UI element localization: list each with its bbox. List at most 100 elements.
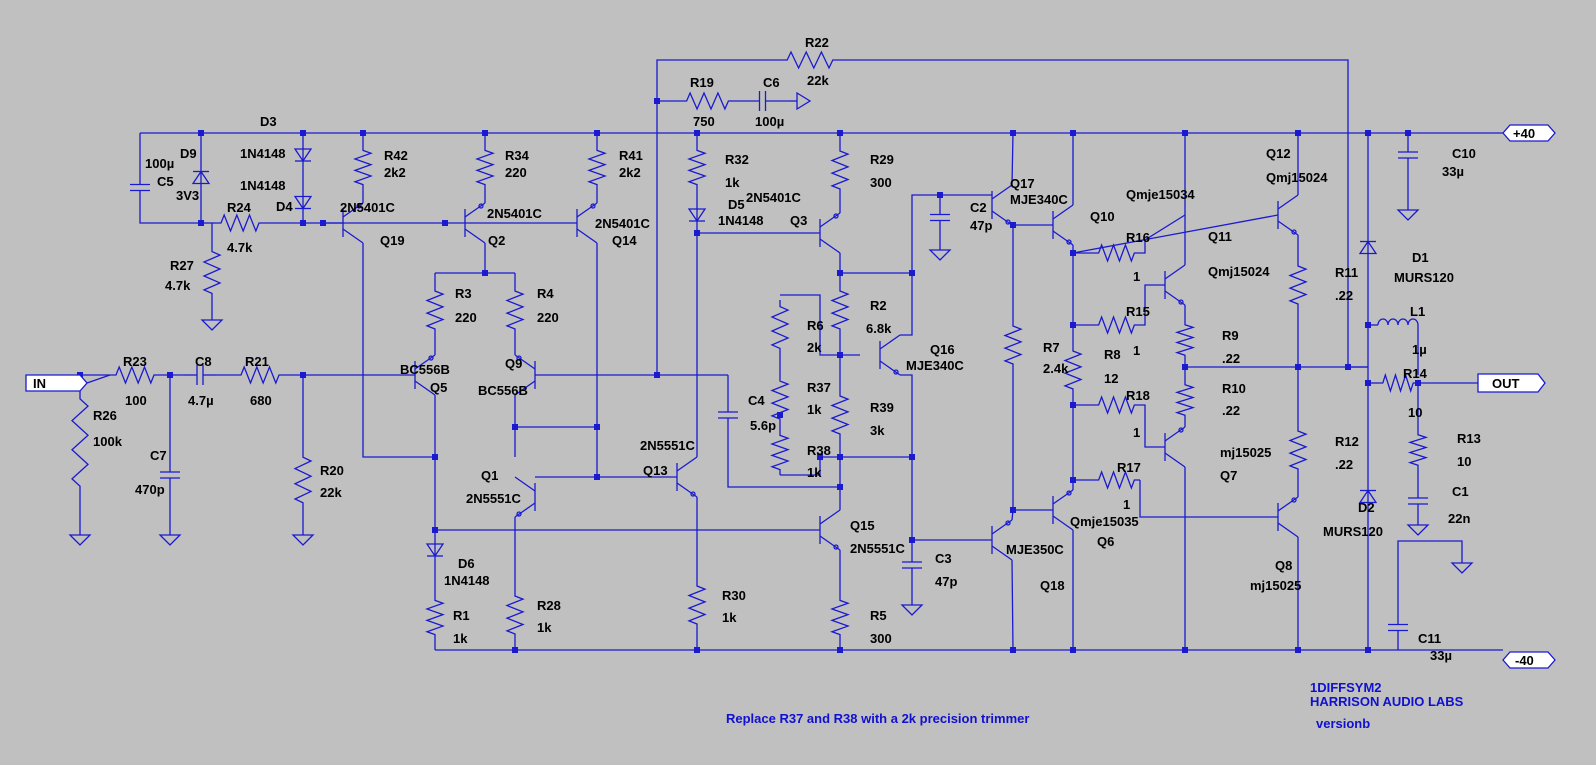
r37-value: 1k xyxy=(807,402,822,417)
r1-value: 1k xyxy=(453,631,468,646)
junction-dot xyxy=(837,454,843,460)
l1-inductor xyxy=(1377,318,1419,326)
q3-transistor xyxy=(819,212,841,254)
wire xyxy=(86,374,111,384)
junction-dot xyxy=(1295,647,1301,653)
r14-value: 10 xyxy=(1408,405,1422,420)
c5-value: 100µ xyxy=(145,156,174,171)
r6-resistor xyxy=(770,300,790,355)
q10-transistor xyxy=(1052,204,1074,246)
q10-value: Qmje15034 xyxy=(1126,187,1195,202)
q11-ref: Q11 xyxy=(1208,229,1232,244)
l1-ref: L1 xyxy=(1410,304,1425,319)
junction-dot xyxy=(1182,647,1188,653)
port-vpos[interactable]: +40 xyxy=(1502,124,1556,142)
port-vneg[interactable]: -40 xyxy=(1502,651,1556,669)
wire xyxy=(1139,480,1278,518)
q17-transistor xyxy=(991,184,1013,226)
r32-resistor xyxy=(687,145,707,190)
c10-ref: C10 xyxy=(1452,146,1476,161)
q12-transistor xyxy=(1277,194,1299,236)
junction-dot xyxy=(1010,647,1016,653)
c8-capacitor xyxy=(185,365,215,385)
c4-value: 5.6p xyxy=(750,418,776,433)
title-line-1: 1DIFFSYM2 xyxy=(1310,680,1382,695)
r18-ref: R18 xyxy=(1126,388,1150,403)
r9-ref: R9 xyxy=(1222,328,1239,343)
q7-transistor xyxy=(1164,426,1186,468)
r30-resistor xyxy=(687,580,707,630)
q5-value: BC556B xyxy=(400,362,450,377)
r15-ref: R15 xyxy=(1126,304,1150,319)
junction-dot xyxy=(909,270,915,276)
r26-ref: R26 xyxy=(93,408,117,423)
port-out[interactable]: OUT xyxy=(1477,373,1546,393)
junction-dot xyxy=(1070,647,1076,653)
r22-ref: R22 xyxy=(805,35,829,50)
q2-transistor xyxy=(464,202,486,244)
q12-value: Qmj15024 xyxy=(1266,170,1328,185)
r12-resistor xyxy=(1288,425,1308,475)
q13-ref: Q13 xyxy=(643,463,668,478)
r41-ref: R41 xyxy=(619,148,643,163)
r3-value: 220 xyxy=(455,310,477,325)
junction-dot xyxy=(837,352,843,358)
r3-ref: R3 xyxy=(455,286,472,301)
junction-dot xyxy=(594,424,600,430)
port-vpos-label: +40 xyxy=(1513,126,1535,141)
port-in[interactable]: IN xyxy=(25,374,88,392)
junction-dot xyxy=(482,130,488,136)
wire xyxy=(1140,284,1165,326)
r38-resistor xyxy=(770,430,790,475)
r13-value: 10 xyxy=(1457,454,1471,469)
r3-resistor xyxy=(425,285,445,335)
q1-ref: Q1 xyxy=(481,468,498,483)
r10-resistor xyxy=(1174,380,1196,420)
r4-value: 220 xyxy=(537,310,559,325)
junction-dot xyxy=(360,130,366,136)
r1-ref: R1 xyxy=(453,608,470,623)
r11-resistor xyxy=(1288,260,1308,310)
q15-transistor xyxy=(819,509,841,551)
r5-value: 300 xyxy=(870,631,892,646)
wire xyxy=(1140,404,1165,448)
q9-transistor xyxy=(514,354,536,396)
q14-ref: Q14 xyxy=(612,233,637,248)
d2-diode xyxy=(1358,483,1378,510)
r10-value: .22 xyxy=(1222,403,1240,418)
wire xyxy=(780,456,840,476)
junction-dot xyxy=(300,372,306,378)
r16-value: 1 xyxy=(1133,269,1140,284)
r37-resistor xyxy=(770,375,790,425)
wire xyxy=(1011,559,1014,651)
r41-value: 2k2 xyxy=(619,165,641,180)
junction-dot xyxy=(1365,130,1371,136)
r15-value: 1 xyxy=(1133,343,1140,358)
r7-ref: R7 xyxy=(1043,340,1060,355)
r24-resistor xyxy=(215,213,265,233)
junction-dot xyxy=(837,484,843,490)
d5-ref: D5 xyxy=(728,197,745,212)
r2-value: 6.8k xyxy=(866,321,892,336)
q3-ref: Q3 xyxy=(790,213,807,228)
r26-resistor xyxy=(71,385,89,500)
q8-ref: Q8 xyxy=(1275,558,1292,573)
d6-value: 1N4148 xyxy=(444,573,490,588)
c3-value: 47p xyxy=(935,574,957,589)
r5-ref: R5 xyxy=(870,608,887,623)
r20-ref: R20 xyxy=(320,463,344,478)
parts xyxy=(68,50,1474,640)
c7-ref: C7 xyxy=(150,448,167,463)
c11-capacitor xyxy=(1388,620,1408,635)
c11-ground xyxy=(1450,553,1474,574)
c11-value: 33µ xyxy=(1430,648,1452,663)
junction-dot xyxy=(1182,364,1188,370)
junction-dot xyxy=(654,98,660,104)
wire xyxy=(911,194,992,273)
c10-capacitor xyxy=(1398,145,1418,165)
junction-dot xyxy=(198,220,204,226)
d9-value: 3V3 xyxy=(176,188,199,203)
wire xyxy=(656,100,680,375)
r8-value: 12 xyxy=(1104,371,1118,386)
q9-ref: Q9 xyxy=(505,356,522,371)
